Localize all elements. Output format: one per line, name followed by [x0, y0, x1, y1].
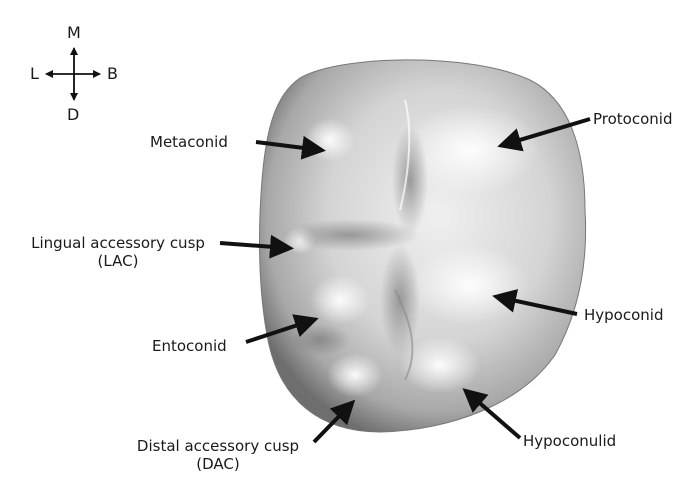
arrow-dac	[312, 399, 356, 444]
label-lac-abbrev: (LAC)	[97, 252, 139, 270]
tooth-crown	[259, 59, 587, 433]
label-hypoconid: Hypoconid	[584, 306, 664, 324]
label-entoconid: Entoconid	[152, 337, 227, 355]
arrow-metaconid	[255, 135, 326, 160]
label-lac: Lingual accessory cusp (LAC)	[18, 234, 218, 270]
label-dac-name: Distal accessory cusp	[136, 437, 300, 455]
label-protoconid: Protoconid	[593, 110, 673, 128]
label-lac-name: Lingual accessory cusp	[31, 234, 205, 252]
arrow-hypoconulid	[462, 388, 522, 440]
label-arrows	[219, 117, 591, 444]
arrow-hypoconid	[492, 289, 578, 316]
compass-lingual-label: L	[30, 64, 39, 83]
orientation-compass	[45, 47, 101, 101]
arrow-lac	[219, 234, 294, 259]
arrow-protoconid	[497, 117, 591, 152]
compass-mesial-label: M	[67, 23, 81, 42]
label-dac-abbrev: (DAC)	[196, 455, 240, 473]
compass-distal-label: D	[67, 105, 80, 124]
label-dac: Distal accessory cusp (DAC)	[118, 437, 318, 473]
label-metaconid: Metaconid	[150, 133, 228, 151]
arrow-entoconid	[245, 314, 319, 344]
label-hypoconulid: Hypoconulid	[523, 432, 617, 450]
compass-buccal-label: B	[107, 64, 118, 83]
